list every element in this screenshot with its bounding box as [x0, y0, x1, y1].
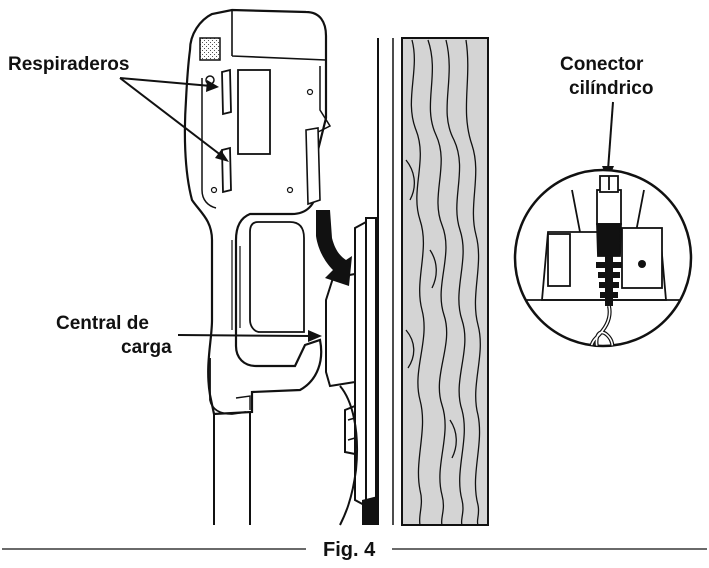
- wood-panel: [401, 37, 489, 526]
- connector-label-line2: cilíndrico: [569, 78, 654, 99]
- wood-grain: [405, 39, 481, 526]
- callout-lines: [119, 77, 614, 337]
- vacuum-body: [183, 8, 328, 416]
- grip-texture: [199, 37, 221, 61]
- vacuum-shaft: [213, 395, 251, 525]
- base-label-line1: Central de: [56, 313, 149, 334]
- figure-caption: Fig. 4: [323, 539, 376, 561]
- handle-opening: [249, 221, 305, 333]
- base-label-line2: carga: [121, 337, 172, 358]
- vents-label: Respiraderos: [8, 54, 130, 75]
- wall: [377, 37, 489, 526]
- vacuum-cleaner: [183, 8, 332, 525]
- strain-relief: [596, 256, 622, 306]
- arrow-down-curved-icon: [316, 210, 352, 286]
- barrel-plug: [596, 189, 622, 225]
- side-window: [237, 69, 271, 155]
- connector-detail: [513, 168, 693, 348]
- charging-base: [325, 217, 378, 526]
- connector-label-line1: Conector: [560, 54, 644, 75]
- vent-upper: [221, 68, 232, 116]
